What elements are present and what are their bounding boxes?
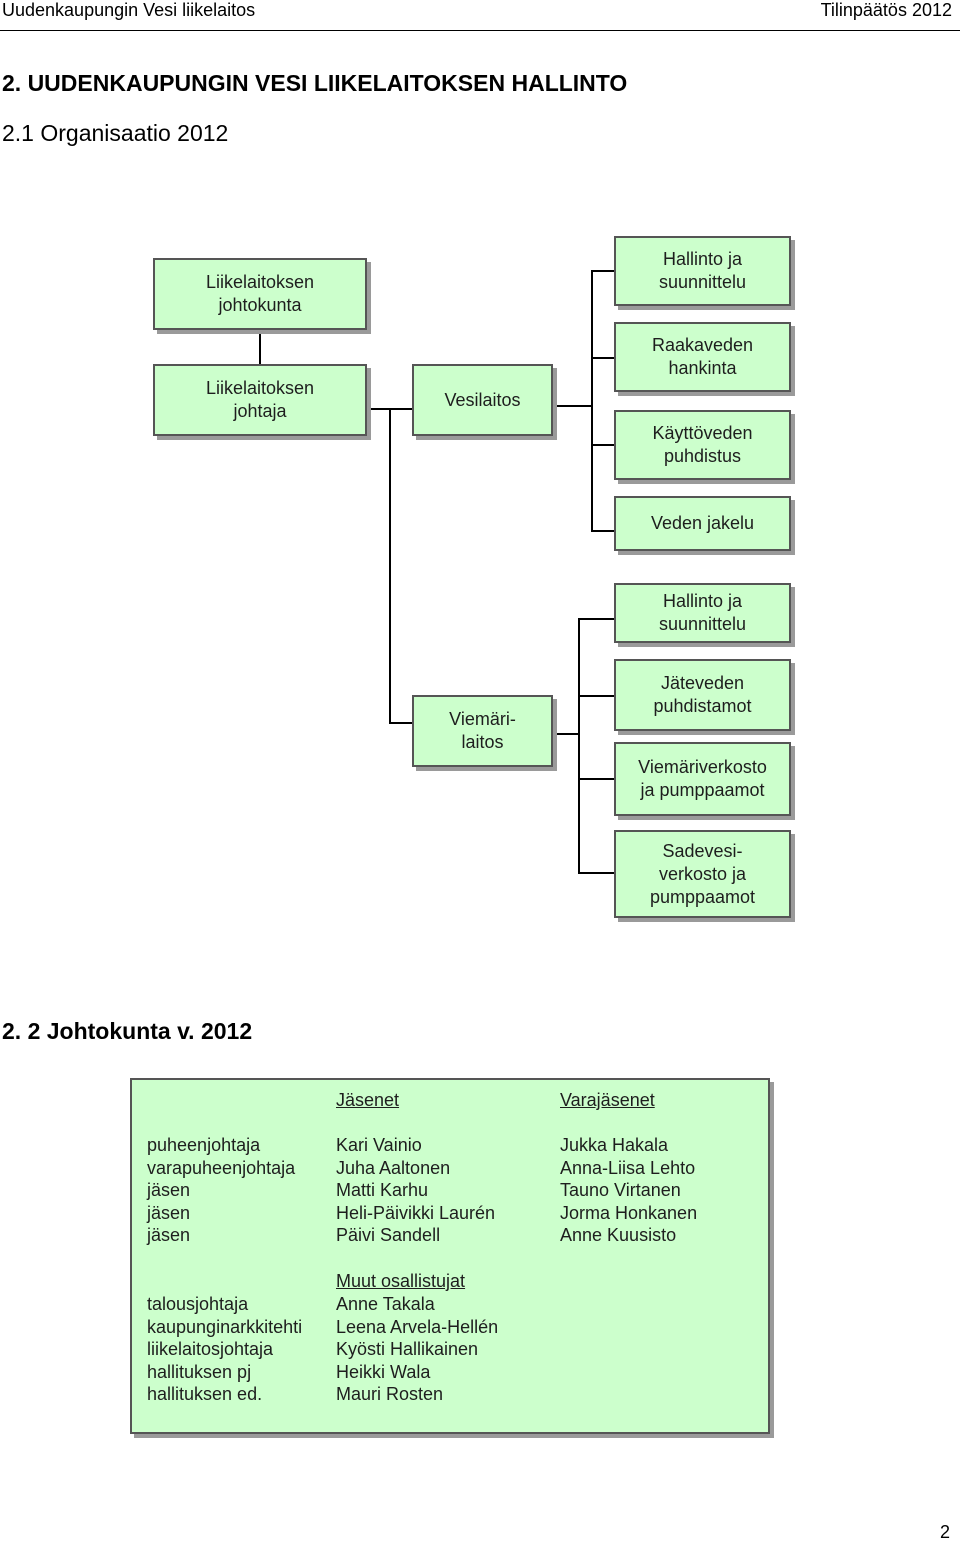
water-works-box: Vesilaitos [412, 364, 553, 436]
sewer-unit-wastewater-box: Jäteveden puhdistamot [614, 659, 791, 731]
other-names-column: Anne Takala Leena Arvela-Hellén Kyösti H… [336, 1293, 498, 1406]
connector-sewer-out [553, 733, 580, 735]
connector-sewer-unit-3 [578, 778, 615, 780]
deputy-name: Jorma Honkanen [560, 1202, 698, 1223]
section-title: 2. UUDENKAUPUNGIN VESI LIIKELAITOKSEN HA… [2, 70, 628, 96]
water-unit-admin-box: Hallinto ja suunnittelu [614, 236, 791, 306]
board-box: Liikelaitoksen johtokunta [153, 258, 367, 330]
connector-water-unit-2 [591, 357, 615, 359]
connector-sewer-unit-1 [578, 618, 615, 620]
others-header: Muut osallistujat [336, 1271, 466, 1291]
header-organization: Uudenkaupungin Vesi liikelaitos [2, 0, 256, 20]
deputies-column: Jukka Hakala Anna-Liisa Lehto Tauno Virt… [560, 1134, 697, 1247]
water-unit-treatment-box: Käyttöveden puhdistus [614, 410, 791, 480]
other-role: talousjohtaja [147, 1294, 249, 1314]
member-name: Matti Karhu [336, 1180, 429, 1201]
other-name: Mauri Rosten [336, 1384, 444, 1405]
director-box: Liikelaitoksen johtaja [153, 364, 367, 436]
deputy-name: Anna-Liisa Lehto [560, 1157, 696, 1178]
connector-sewer-spine [578, 618, 580, 874]
deputy-name: Tauno Virtanen [560, 1180, 681, 1201]
sewer-unit-stormwater-box: Sadevesi- verkosto ja pumppaamot [614, 830, 791, 918]
other-name: Anne Takala [336, 1294, 435, 1314]
sewer-unit-admin-box: Hallinto ja suunnittelu [614, 583, 791, 643]
page-header: Uudenkaupungin Vesi liikelaitos Tilinpää… [0, 0, 960, 34]
role: puheenjohtaja [147, 1135, 261, 1155]
connector-sewer-unit-4 [578, 872, 615, 874]
member-name: Päivi Sandell [336, 1225, 441, 1246]
board-title: 2. 2 Johtokunta v. 2012 [2, 1018, 253, 1044]
role: varapuheenjohtaja [147, 1157, 296, 1178]
connector-water-out [553, 405, 593, 407]
other-name: Leena Arvela-Hellén [336, 1316, 499, 1337]
members-header: Jäsenet [336, 1090, 400, 1110]
water-unit-raw-water-box: Raakaveden hankinta [614, 322, 791, 392]
org-chart-title: 2.1 Organisaatio 2012 [2, 120, 229, 146]
other-name: Kyösti Hallikainen [336, 1339, 479, 1360]
board-member-table: Jäsenet Varajäsenet puheenjohtaja varapu… [130, 1078, 770, 1434]
member-name: Heli-Päivikki Laurén [336, 1202, 496, 1223]
deputy-name: Anne Kuusisto [560, 1225, 677, 1246]
other-role: hallituksen ed. [147, 1384, 263, 1405]
sewer-works-box: Viemäri- laitos [412, 695, 553, 767]
deputy-name: Jukka Hakala [560, 1135, 669, 1155]
connector-water-unit-4 [591, 530, 615, 532]
connector-sewer-unit-2 [578, 695, 615, 697]
role: jäsen [147, 1202, 191, 1223]
other-role: hallituksen pj [147, 1361, 252, 1382]
water-unit-distribution-box: Veden jakelu [614, 496, 791, 551]
sewer-unit-network-box: Viemäriverkosto ja pumppaamot [614, 742, 791, 816]
connector-water-spine [591, 270, 593, 532]
page-number: 2 [939, 1522, 950, 1542]
member-name: Kari Vainio [336, 1135, 422, 1155]
other-role: liikelaitosjohtaja [147, 1339, 274, 1360]
connector-water-unit-1 [591, 270, 615, 272]
header-report-title: Tilinpäätös 2012 [820, 0, 952, 20]
role: jäsen [147, 1225, 191, 1246]
other-name: Heikki Wala [336, 1361, 431, 1382]
connector-trunk-to-sewer [389, 722, 413, 724]
header-rule [0, 30, 960, 31]
connector-board-director [259, 330, 261, 364]
other-roles-column: talousjohtaja kaupunginarkkitehti liikel… [147, 1293, 302, 1406]
roles-column: puheenjohtaja varapuheenjohtaja jäsen jä… [147, 1134, 295, 1247]
connector-water-unit-3 [591, 444, 615, 446]
role: jäsen [147, 1180, 191, 1201]
member-name: Juha Aaltonen [336, 1157, 451, 1178]
members-column: Kari Vainio Juha Aaltonen Matti Karhu He… [336, 1134, 495, 1247]
connector-works-trunk [389, 408, 391, 723]
deputies-header: Varajäsenet [560, 1090, 655, 1110]
other-role: kaupunginarkkitehti [147, 1316, 303, 1337]
